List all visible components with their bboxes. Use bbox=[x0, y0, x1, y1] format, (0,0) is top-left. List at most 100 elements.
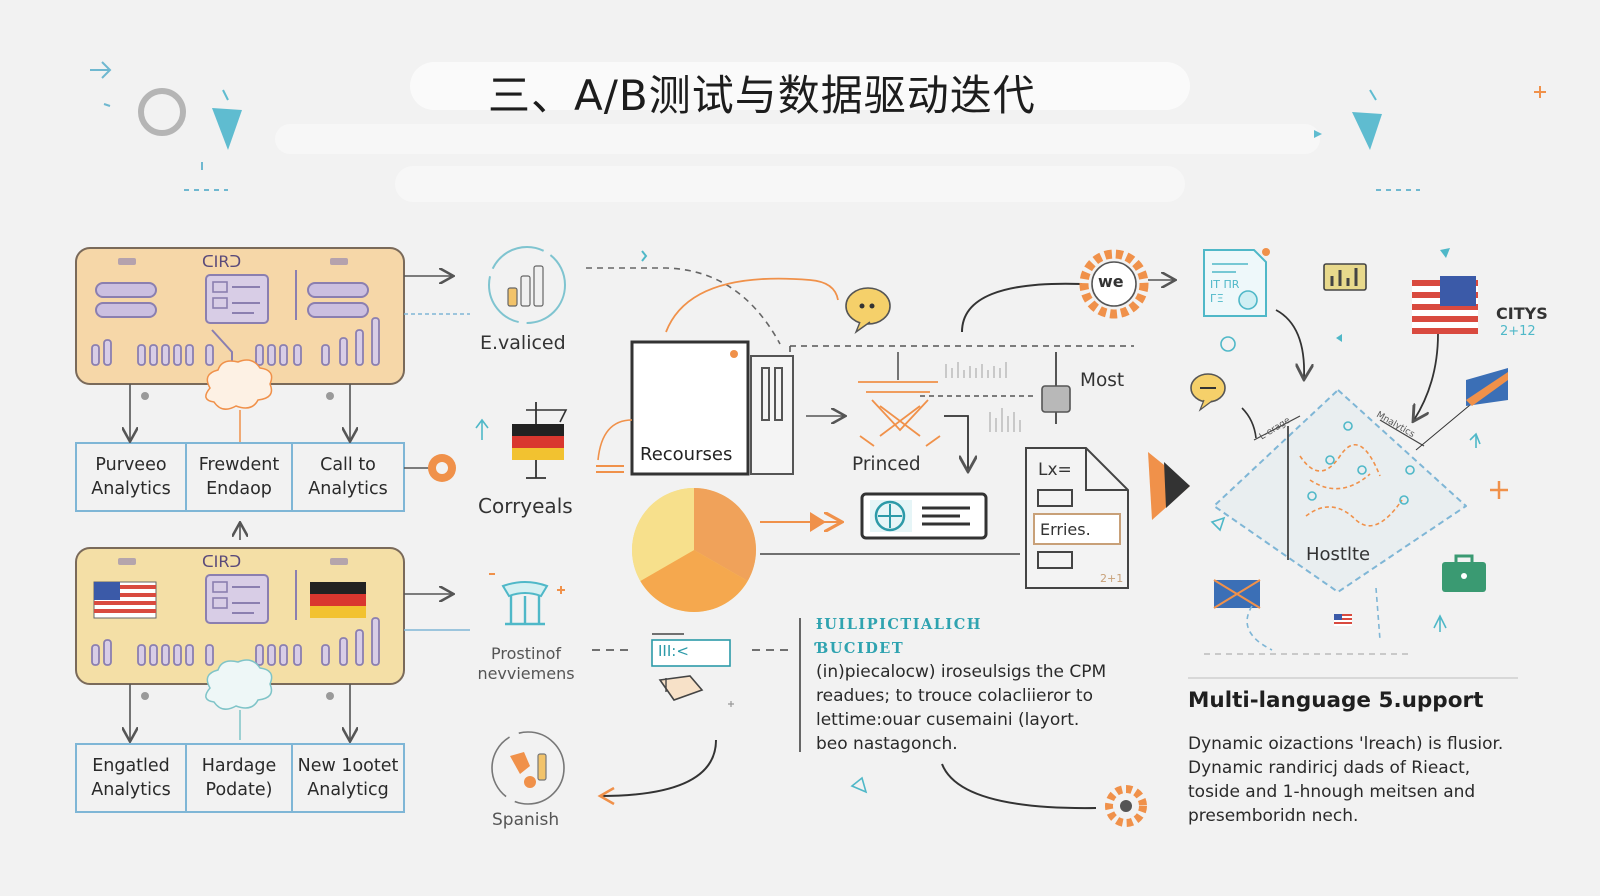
spark-mark bbox=[222, 89, 229, 101]
music-note-icon bbox=[1469, 432, 1481, 448]
quote-line: lettime:ouar cusemaini (layort. bbox=[816, 710, 1080, 730]
dash-mark bbox=[103, 103, 111, 107]
speech-bubble-icon bbox=[491, 731, 565, 805]
speech-bubble-icon bbox=[845, 287, 891, 334]
quote-heading-2: ƁUCIDET bbox=[816, 640, 905, 657]
briefcase-icon bbox=[1442, 554, 1486, 592]
cell-line: Engatled bbox=[92, 756, 170, 776]
quote-heading-1: ƗUILIPICTIALICH bbox=[816, 616, 982, 633]
multilang-heading: Multi-language 5.upport bbox=[1188, 688, 1484, 713]
plus-icon bbox=[1534, 86, 1546, 98]
title-banner bbox=[410, 62, 1190, 110]
label-evaluated: E.valiced bbox=[480, 332, 566, 354]
lock-icon bbox=[1041, 352, 1071, 424]
network-icon bbox=[858, 381, 941, 447]
cell-line: Purveeo bbox=[95, 455, 167, 475]
doc-number: 2+1 bbox=[1100, 572, 1124, 585]
search-text: ⅠⅠⅠ:< bbox=[658, 642, 689, 660]
faint-bars bbox=[945, 362, 1021, 432]
gear-icon bbox=[428, 454, 456, 482]
label-citys-number: 2+12 bbox=[1500, 324, 1536, 339]
search-bar-icon bbox=[651, 633, 731, 667]
music-note-icon bbox=[1433, 614, 1447, 632]
cell-bottom-3: New 1ootet Analyticg bbox=[292, 754, 404, 802]
cell-bottom-1: Engatled Analytics bbox=[76, 754, 186, 802]
pie-chart-icon bbox=[631, 488, 757, 613]
bar-chart-icon bbox=[1323, 263, 1367, 291]
label-prostinof: Prostinof nevviemens bbox=[468, 644, 584, 684]
ring-icon bbox=[138, 88, 186, 136]
us-flag-icon bbox=[1334, 614, 1352, 626]
label-line: nevviemens bbox=[477, 664, 575, 683]
cell-line: Analytics bbox=[308, 479, 388, 499]
document-icon bbox=[1025, 447, 1129, 589]
label-hostlte: Hostlte bbox=[1306, 544, 1371, 565]
pencil-icon bbox=[658, 675, 704, 701]
cell-top-3: Call to Analytics bbox=[292, 453, 404, 501]
gear-icon bbox=[1105, 785, 1147, 827]
gear-label: we bbox=[1098, 272, 1124, 291]
cell-line: Hardage bbox=[201, 756, 277, 776]
play-triangle-icon bbox=[1148, 452, 1190, 520]
cell-line: Analyticg bbox=[307, 780, 389, 800]
multilang-line: presemboridn nech. bbox=[1188, 806, 1359, 826]
arrow-right-icon bbox=[90, 61, 112, 79]
bottom-cells-frame bbox=[75, 743, 405, 813]
recourses-box bbox=[630, 340, 794, 476]
label-corryeals: Corryeals bbox=[478, 494, 573, 518]
chart-bubble-icon bbox=[489, 573, 565, 626]
cone-icon bbox=[1352, 112, 1382, 150]
search-bar-icon bbox=[860, 492, 988, 540]
subtitle-smear bbox=[275, 124, 1320, 154]
cell-line: New 1ootet bbox=[297, 756, 399, 776]
label-erries: Erries. bbox=[1040, 520, 1091, 539]
label-most: Most bbox=[1080, 370, 1125, 391]
subtitle-smear-2 bbox=[395, 166, 1185, 202]
cell-bottom-2: Hardage Podate) bbox=[186, 754, 292, 802]
chart-bubble-icon bbox=[488, 246, 566, 324]
us-flag-icon bbox=[93, 581, 157, 619]
bottom-panel bbox=[75, 547, 405, 740]
page-title: 三、A/B测试与数据驱动迭代 bbox=[488, 71, 1036, 120]
doc-text: ⅠТ ПR bbox=[1210, 278, 1240, 291]
plus-icon bbox=[1490, 481, 1508, 499]
doc-text: ГΞ bbox=[1210, 292, 1224, 305]
doc-head: Lⅹ= bbox=[1038, 460, 1072, 480]
label-citys: CITYS bbox=[1496, 304, 1548, 323]
map-icon bbox=[1213, 389, 1467, 593]
multilang-body: Dynamic oizactions 'lreach) is flusior. … bbox=[1188, 732, 1503, 828]
multilang-line: Dynamic oizactions 'lreach) is flusior. bbox=[1188, 734, 1504, 754]
map-pin-icon bbox=[1466, 368, 1508, 406]
label-line: Prostinof bbox=[491, 644, 561, 663]
chip-label: ᑕIRᑐ bbox=[202, 552, 242, 571]
us-flag-icon bbox=[1412, 276, 1478, 334]
label-spanish: Spanish bbox=[492, 810, 560, 830]
cell-line: Endaop bbox=[206, 479, 272, 499]
quote-line: beo nastagonch. bbox=[816, 734, 958, 754]
quote-body: (in)piecalocw) iroseulsigs the CPM readu… bbox=[816, 660, 1106, 756]
cell-line: Analytics bbox=[91, 479, 171, 499]
map-icon bbox=[1213, 579, 1261, 609]
speech-bubble-icon bbox=[1190, 373, 1226, 412]
gear-icon bbox=[1079, 249, 1149, 319]
germany-flag-icon bbox=[310, 582, 366, 618]
label-princed: Princed bbox=[852, 454, 921, 475]
top-panel bbox=[75, 247, 405, 442]
cell-line: Podate) bbox=[205, 780, 273, 800]
quote-line: (in)piecalocw) iroseulsigs the CPM bbox=[816, 662, 1107, 682]
cell-line: Analytics bbox=[91, 780, 171, 800]
label-recourses: Recourses bbox=[640, 444, 733, 465]
chip-label: ᑕIRᑐ bbox=[202, 252, 242, 271]
cell-top-1: Purveeo Analytics bbox=[76, 453, 186, 501]
quote-line: readues; to trouce colacliieror to bbox=[816, 686, 1093, 706]
cone-icon bbox=[212, 108, 242, 150]
cell-top-2: Frewdent Endaop bbox=[186, 453, 292, 501]
cell-line: Call to bbox=[320, 455, 376, 475]
flag-icon bbox=[475, 402, 568, 479]
cell-line: Frewdent bbox=[198, 455, 280, 475]
multilang-line: Dynamic randiricj dads of Rieact, bbox=[1188, 758, 1471, 778]
multilang-line: toside and 1-hnough meitsen and bbox=[1188, 782, 1476, 802]
document-icon bbox=[1203, 248, 1270, 317]
